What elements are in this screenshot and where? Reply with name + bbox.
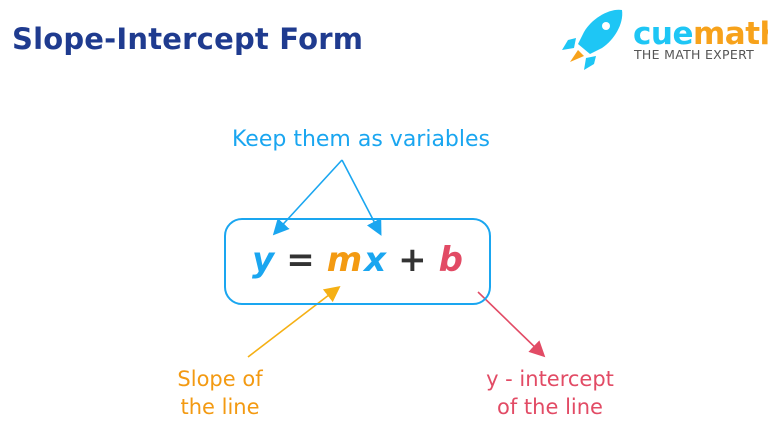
- slope-label-line1: Slope of: [177, 367, 263, 391]
- equation: y = mx + b: [224, 240, 491, 280]
- eq-plus: +: [398, 240, 427, 280]
- rocket-icon: [562, 9, 623, 70]
- intercept-label-line1: y - intercept: [486, 367, 614, 391]
- variables-label: Keep them as variables: [231, 127, 491, 152]
- arrow-from-b: [477, 291, 546, 358]
- slope-label-line2: the line: [180, 395, 260, 419]
- intercept-label-line2: of the line: [497, 395, 603, 419]
- arrow-to-x: [341, 159, 382, 236]
- arrow-to-y: [272, 159, 343, 236]
- eq-m: m: [326, 240, 363, 280]
- page-title: Slope-Intercept Form: [12, 22, 364, 56]
- eq-equals: =: [286, 240, 315, 280]
- intercept-label: y - intercept of the line: [460, 365, 640, 421]
- cuemath-logo: cuemath: [633, 16, 768, 52]
- eq-b: b: [438, 240, 463, 280]
- eq-x: x: [364, 240, 387, 280]
- logo-math: math: [692, 16, 768, 52]
- arrow-to-m: [247, 286, 341, 358]
- logo-cue: cue: [633, 16, 693, 52]
- eq-y: y: [252, 240, 275, 280]
- equation-box: [224, 218, 491, 305]
- logo-tagline: THE MATH EXPERT: [634, 47, 755, 62]
- slope-label: Slope of the line: [150, 365, 290, 421]
